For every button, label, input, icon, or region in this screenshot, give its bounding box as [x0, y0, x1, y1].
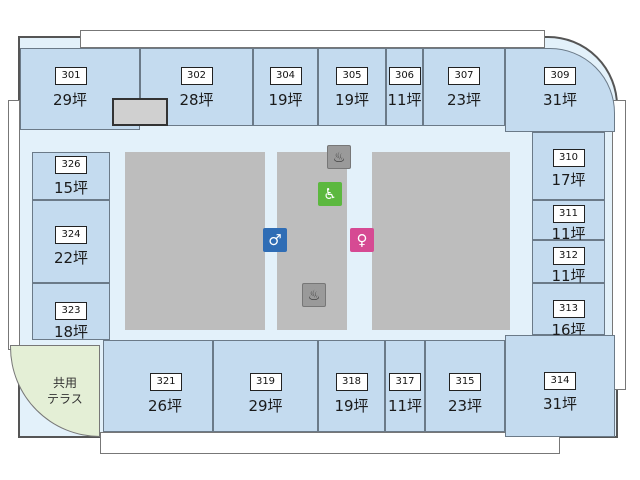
room-number: 310 — [552, 149, 585, 167]
room-area: 26坪 — [147, 397, 183, 415]
terrace-label-line2: テラス — [47, 392, 83, 406]
room-number: 312 — [552, 247, 585, 265]
room-number: 307 — [448, 67, 480, 85]
room-area: 15坪 — [53, 179, 89, 197]
mens-toilet-icon: ♂ — [263, 228, 287, 252]
room-area: 31坪 — [542, 395, 578, 413]
room-number: 323 — [55, 302, 87, 320]
accessible-toilet-icon: ♿ — [318, 182, 342, 206]
room-number: 301 — [55, 67, 87, 85]
room-number: 304 — [269, 67, 302, 85]
room-area: 29坪 — [248, 397, 283, 415]
room-area: 11坪 — [387, 397, 423, 415]
room-number: 302 — [180, 67, 213, 85]
room-area: 16坪 — [551, 321, 586, 339]
room-area: 19坪 — [268, 91, 303, 109]
room-number: 319 — [249, 373, 282, 391]
room-area: 17坪 — [551, 171, 586, 189]
kitchenette-icon: ♨ — [302, 283, 326, 307]
core-right — [372, 152, 510, 330]
room-number: 321 — [150, 373, 182, 391]
room-number: 315 — [449, 373, 481, 391]
room-number: 306 — [388, 67, 421, 85]
room-area: 29坪 — [52, 91, 88, 109]
core-left — [125, 152, 265, 330]
bottom-window-strip — [100, 432, 560, 454]
room-area: 31坪 — [542, 91, 578, 109]
room-area: 19坪 — [334, 91, 370, 109]
room-number: 313 — [552, 300, 585, 318]
right-window-strip — [612, 100, 626, 390]
room-area: 18坪 — [53, 323, 89, 341]
room-area: 23坪 — [447, 397, 483, 415]
room-number: 309 — [544, 67, 576, 85]
room-area: 28坪 — [179, 91, 214, 109]
room-number: 311 — [552, 205, 585, 223]
room-number: 317 — [389, 373, 421, 391]
room-area: 11坪 — [551, 225, 586, 243]
womens-toilet-icon: ♀ — [350, 228, 374, 252]
kitchenette-icon: ♨ — [327, 145, 351, 169]
room-number: 326 — [55, 156, 87, 174]
room-number: 314 — [544, 372, 576, 390]
terrace-label-line1: 共用 — [53, 376, 78, 390]
left-window-strip — [8, 100, 20, 350]
room-area: 11坪 — [387, 91, 422, 109]
top-window-strip — [80, 30, 545, 48]
room-number: 318 — [335, 373, 368, 391]
elevator-hall — [112, 98, 168, 126]
room-number: 324 — [55, 226, 87, 244]
room-area: 22坪 — [53, 249, 89, 267]
room-area: 23坪 — [446, 91, 482, 109]
room-number: 305 — [336, 67, 368, 85]
room-area: 11坪 — [551, 267, 586, 285]
room-area: 19坪 — [334, 397, 369, 415]
